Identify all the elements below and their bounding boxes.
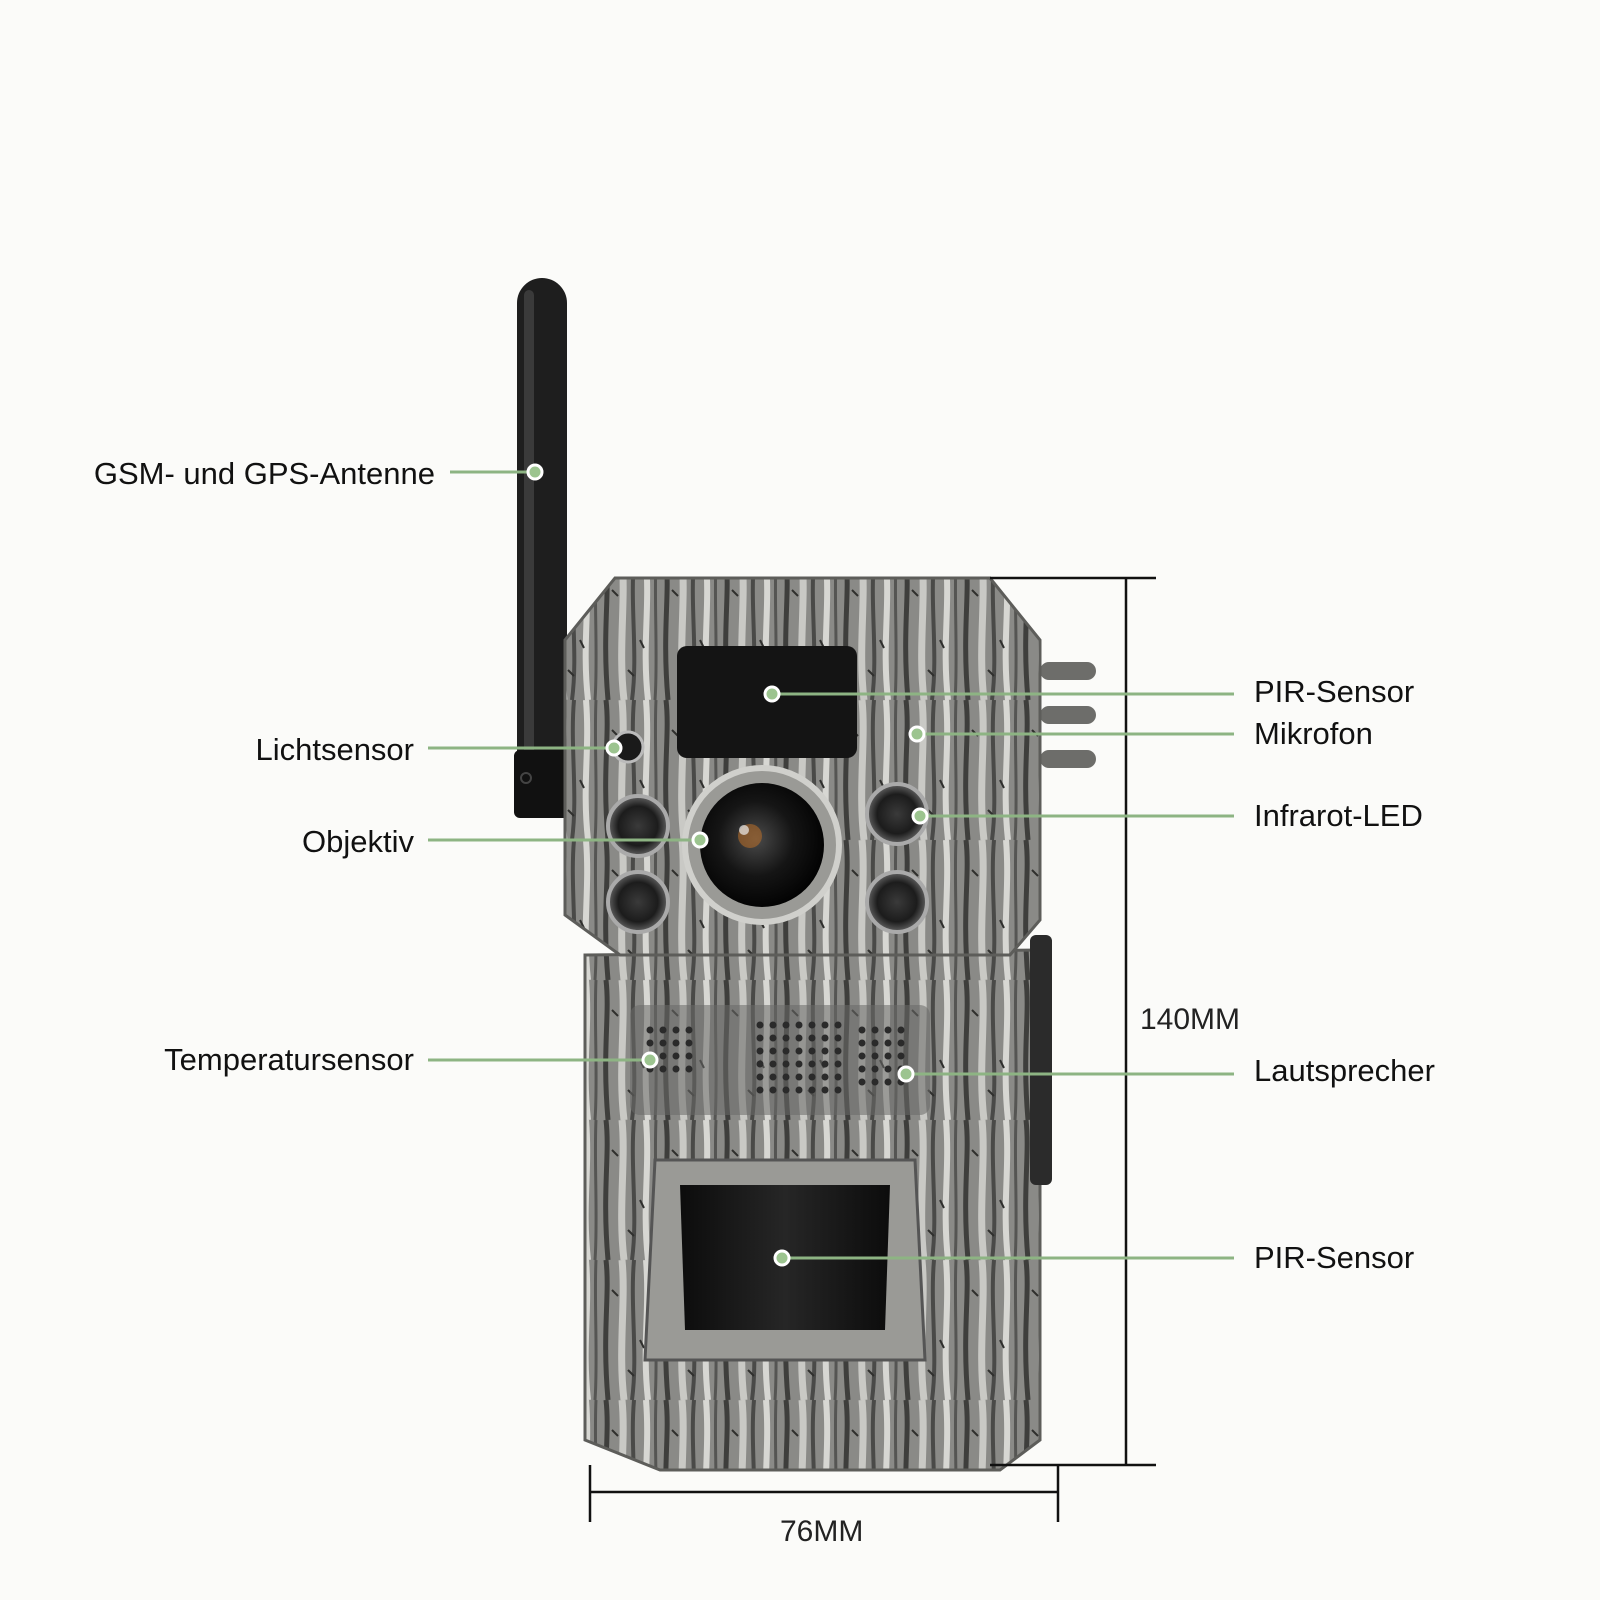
leader-dot-speaker [897,1065,915,1083]
width-dimension-label: 76MM [780,1515,864,1548]
callout-label-antenna: GSM- und GPS-Antenne [93,456,435,491]
leader-dot-lens [691,831,709,849]
leader-dot-light-sensor [605,739,623,757]
dimension-lines [588,576,1156,1522]
height-dimension-label: 140MM [1140,1003,1241,1036]
callout-label-temperature-sensor: Temperatursensor [164,1042,414,1077]
callout-label-pir-sensor-bottom: PIR-Sensor [1254,1240,1415,1275]
callout-label-speaker: Lautsprecher [1254,1053,1435,1088]
callout-label-microphone: Mikrofon [1254,716,1373,751]
callout-label-lens: Objektiv [302,824,414,859]
leader-dot-pir-sensor-top [763,685,781,703]
leader-dot-microphone [908,725,926,743]
antenna-icon [514,278,570,818]
leader-dot-pir-sensor-bottom [773,1249,791,1267]
leader-dot-antenna [526,463,544,481]
callout-label-pir-sensor-top: PIR-Sensor [1254,674,1415,709]
leader-dot-infrared-led [911,807,929,825]
camera-body [563,576,1096,1472]
leader-dot-temperature-sensor [641,1051,659,1069]
callout-label-light-sensor: Lichtsensor [255,732,414,767]
callout-label-infrared-led: Infrarot-LED [1254,798,1423,833]
leader-lines [428,463,1234,1267]
